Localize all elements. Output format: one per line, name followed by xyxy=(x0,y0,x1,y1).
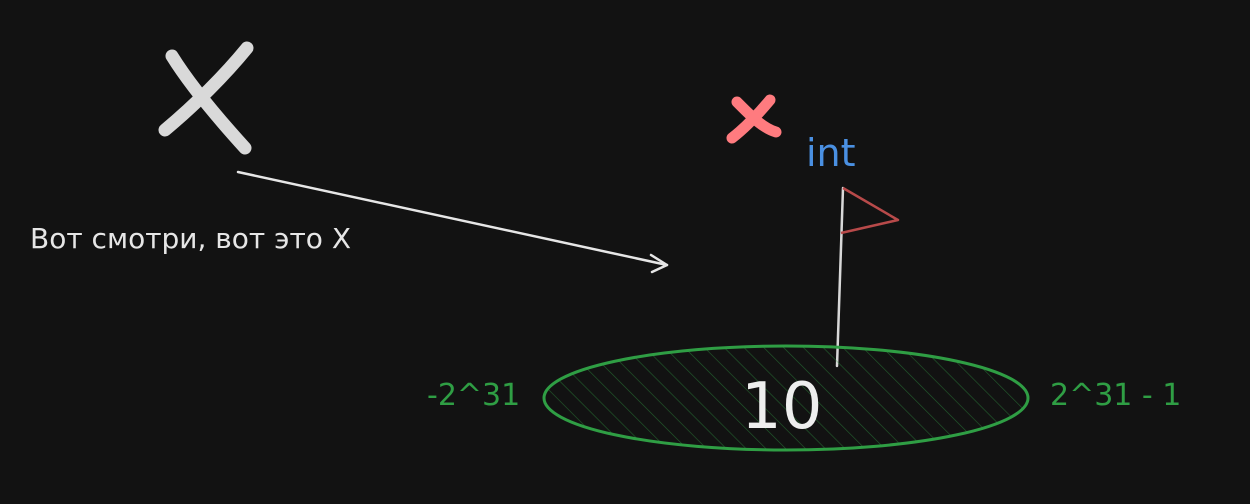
caption-text: Вот смотри, вот это X xyxy=(30,222,351,255)
value-label: 10 xyxy=(741,370,822,444)
variable-name-x-glyph xyxy=(726,94,782,144)
big-x-glyph xyxy=(158,41,254,155)
range-min-label: -2^31 xyxy=(427,378,520,413)
int-range-ellipse xyxy=(542,344,1030,452)
type-label: int xyxy=(806,131,856,175)
range-max-label: 2^31 - 1 xyxy=(1050,378,1181,413)
connector-arrow xyxy=(236,170,669,274)
flag-marker xyxy=(835,186,900,368)
